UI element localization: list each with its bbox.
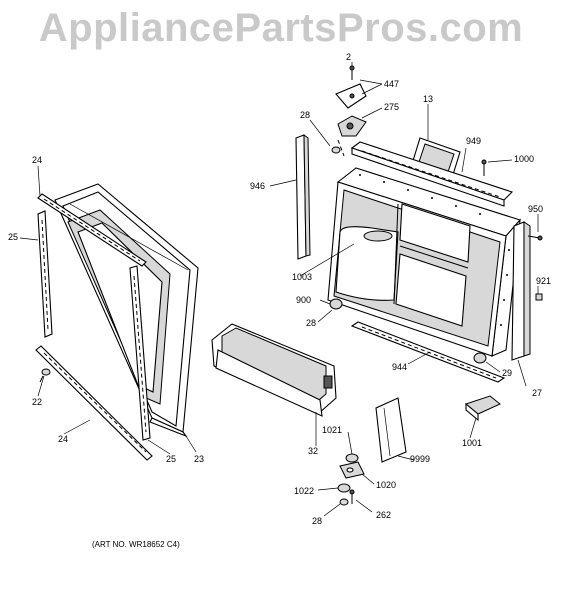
owners-manual-part[interactable] <box>375 397 407 463</box>
top-rail-part[interactable] <box>350 141 514 207</box>
callout-29: 29 <box>502 368 512 378</box>
door-shelf-bin-part[interactable] <box>211 323 337 417</box>
washer-1022-part[interactable] <box>337 483 351 493</box>
callout-13: 13 <box>423 94 433 104</box>
callout-24-top: 24 <box>32 155 42 165</box>
callout-1020: 1020 <box>376 480 396 490</box>
callout-1022: 1022 <box>294 486 314 496</box>
screw-22-part[interactable] <box>39 368 51 383</box>
screw-1000-part[interactable] <box>481 159 487 176</box>
left-mullion-part[interactable] <box>295 133 311 260</box>
callout-1003: 1003 <box>292 272 312 282</box>
callout-946: 946 <box>250 181 265 191</box>
art-number-label: (ART NO. WR18652 C4) <box>92 540 180 549</box>
gasket-strip-top-part[interactable] <box>37 193 147 267</box>
cabinet-liner-part[interactable] <box>327 167 521 357</box>
screw-950-part[interactable] <box>527 235 543 241</box>
callout-1000: 1000 <box>514 154 534 164</box>
callout-262: 262 <box>376 510 391 520</box>
callout-1001: 1001 <box>462 438 482 448</box>
bottom-hinge-part[interactable] <box>464 395 501 422</box>
callout-950: 950 <box>528 204 543 214</box>
leader-lines <box>19 62 539 517</box>
right-mullion-part[interactable] <box>511 221 531 361</box>
callout-labels: 2 447 275 13 28 949 1000 946 24 25 950 1… <box>8 52 551 526</box>
callout-2: 2 <box>346 52 351 62</box>
callout-28-bottom: 28 <box>312 516 322 526</box>
screw-262-part[interactable] <box>349 489 355 504</box>
clip-921-part[interactable] <box>535 293 543 301</box>
hinge-cover-part[interactable] <box>335 83 367 109</box>
bracket-1020-part[interactable] <box>339 461 365 479</box>
callout-275: 275 <box>384 102 399 112</box>
gasket-strip-bottom-part[interactable] <box>35 345 153 461</box>
plug-28-middle-part[interactable] <box>329 298 343 310</box>
callout-921: 921 <box>536 276 551 286</box>
hinge-bracket-part[interactable] <box>337 115 367 157</box>
callout-447: 447 <box>384 79 399 89</box>
plug-29-part[interactable] <box>473 352 487 364</box>
callout-900: 900 <box>296 295 311 305</box>
callout-28-top: 28 <box>300 110 310 120</box>
callout-949: 949 <box>466 136 481 146</box>
side-strip-right-part[interactable] <box>129 265 151 441</box>
callout-27: 27 <box>532 388 542 398</box>
callout-24-bottom: 24 <box>58 434 68 444</box>
callout-23: 23 <box>194 454 204 464</box>
callout-944: 944 <box>392 362 407 372</box>
callout-1021: 1021 <box>322 425 342 435</box>
plug-28-top-part[interactable] <box>331 146 341 154</box>
watermark-text: AppliancePartsPros.com <box>38 6 524 50</box>
callout-22: 22 <box>32 397 42 407</box>
callout-25-left: 25 <box>8 232 18 242</box>
plug-28-bottom-part[interactable] <box>339 498 349 506</box>
callout-25-right: 25 <box>166 454 176 464</box>
hinge-pin-1021-part[interactable] <box>345 453 359 463</box>
screw-2-part[interactable] <box>349 65 355 80</box>
callout-32: 32 <box>308 446 318 456</box>
callout-28-middle: 28 <box>306 318 316 328</box>
side-strip-left-part[interactable] <box>37 210 53 338</box>
callout-9999: 9999 <box>410 454 430 464</box>
